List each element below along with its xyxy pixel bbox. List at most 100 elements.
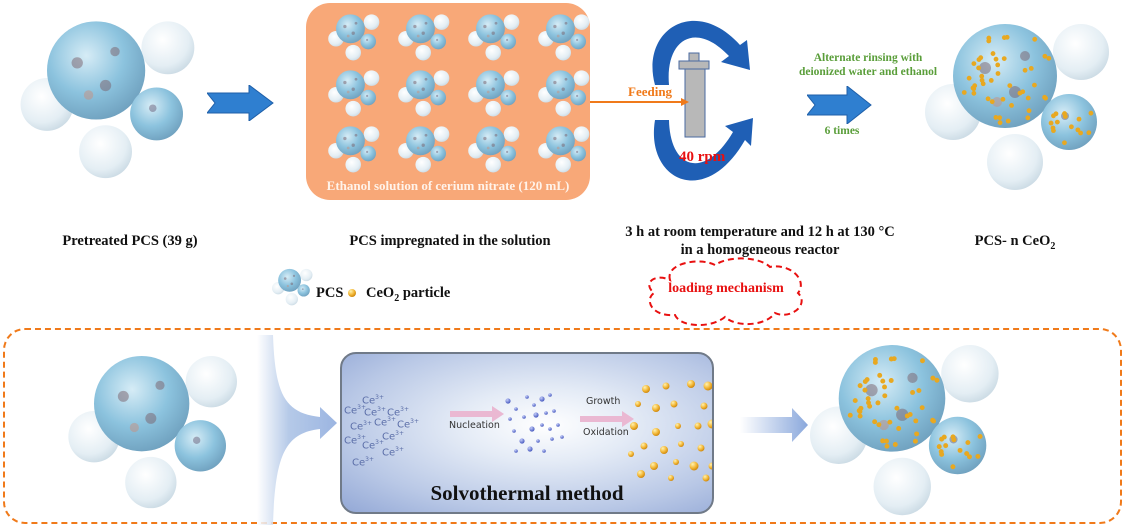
- ceo2-dot: [884, 438, 889, 444]
- ceo2-dot: [957, 447, 963, 453]
- ceo2-dot: [972, 83, 978, 89]
- solvothermal-panel: Ce3+Ce3+Ce3+Ce3+Ce3+Ce3+Ce3+Ce3+Ce3+Ce3+…: [340, 352, 714, 514]
- ceo2-particle: [707, 419, 712, 429]
- pcs-ceo2-image: [925, 12, 1125, 197]
- ceo2-dot: [931, 418, 937, 424]
- ceo2-dot: [865, 396, 871, 402]
- pcs-cluster-small: [328, 123, 384, 178]
- flow-arrow-out: [740, 408, 808, 442]
- ce-ion: Ce3+: [350, 420, 372, 433]
- legend-ceo2-icon: [348, 289, 356, 297]
- ceo2-dot: [936, 444, 942, 450]
- ceo2-dot: [939, 451, 945, 457]
- ceo2-particle: [703, 381, 712, 391]
- ceo2-dot: [1043, 95, 1048, 101]
- growth-label: Growth: [586, 396, 621, 407]
- ce-ion: Ce3+: [362, 439, 384, 452]
- nucleus: [514, 407, 518, 411]
- pretreated-pcs-image: [20, 10, 210, 185]
- ceo2-dot: [939, 436, 945, 442]
- growth-arrow: [580, 411, 634, 427]
- ceo2-particle: [670, 400, 678, 408]
- reactor-body: [684, 68, 706, 138]
- process-arrow-1: [207, 85, 274, 121]
- ceo2-particle: [708, 462, 712, 470]
- feeding-label: Feeding: [628, 84, 673, 99]
- ceo2-dot: [904, 413, 910, 419]
- pcs-cluster-small: [468, 67, 524, 122]
- ceo2-dot: [1088, 110, 1094, 116]
- ceo2-dot: [979, 73, 985, 79]
- ceo2-dot: [965, 440, 971, 446]
- ceo2-dot: [1017, 90, 1023, 96]
- mechanism-box: [3, 328, 1122, 524]
- ceo2-dot: [857, 383, 863, 389]
- nucleus: [552, 409, 556, 413]
- nucleus: [548, 393, 552, 397]
- nuclei-group: [505, 393, 564, 453]
- stage3-caption-line1: 3 h at room temperature and 12 h at 130 …: [625, 224, 895, 240]
- rinse-count: 6 times: [824, 125, 860, 137]
- ceo2-dot: [876, 422, 882, 428]
- impregnation-panel: Ethanol solution of cerium nitrate (120 …: [306, 3, 590, 200]
- rinse-instruction-line2: deionized water and ethanol: [798, 66, 938, 78]
- ceo2-dot: [882, 384, 887, 390]
- pcs-cluster-small: [398, 123, 454, 178]
- ceo2-dot: [858, 405, 864, 411]
- nucleus: [522, 415, 526, 419]
- nucleus: [519, 438, 525, 444]
- ceo2-particle: [628, 451, 634, 457]
- stage4-caption: PCS- n CeO2: [950, 233, 1080, 252]
- legend-ceo2-label: CeO2 particle: [366, 285, 450, 304]
- legend-ceo2-suffix: particle: [399, 285, 451, 301]
- ceo2-dot: [866, 400, 871, 406]
- nucleus: [508, 417, 512, 421]
- ceo2-dot: [1051, 128, 1056, 134]
- ceo2-dot: [1028, 65, 1034, 71]
- ceo2-dot: [1009, 102, 1014, 108]
- ceo2-particle: [652, 404, 660, 412]
- nucleus: [556, 423, 560, 427]
- nucleus: [529, 426, 535, 432]
- ceo2-dot: [888, 378, 894, 383]
- ceo2-dot: [971, 61, 977, 66]
- ceo2-particle: [652, 428, 660, 436]
- ceo2-dot: [896, 426, 902, 431]
- solvothermal-title: Solvothermal method: [430, 481, 624, 505]
- ce-ion: Ce3+: [382, 430, 404, 443]
- ceo2-dot: [1026, 108, 1032, 114]
- ceo2-dot: [872, 419, 878, 425]
- ceo2-particles-group: [628, 380, 712, 482]
- ceo2-particle: [662, 382, 670, 390]
- nucleus: [514, 449, 518, 453]
- ce-ion: Ce3+: [382, 446, 404, 459]
- loading-mechanism-label: loading mechanism: [668, 281, 784, 296]
- pcs-cluster-small: [328, 67, 384, 122]
- ceo2-particle: [694, 422, 702, 430]
- ceo2-dot: [967, 454, 972, 460]
- ceo2-particle: [642, 385, 650, 393]
- ceo2-dot: [1054, 119, 1060, 125]
- nucleus: [532, 403, 536, 407]
- ceo2-dot: [912, 438, 918, 444]
- nucleus: [536, 439, 540, 443]
- rotation-speed-label: 40 rpm: [679, 149, 726, 165]
- ceo2-dot: [887, 419, 893, 425]
- nucleus: [542, 449, 546, 453]
- legend-pcs-icon: [272, 266, 316, 311]
- ceo2-particle: [697, 444, 705, 452]
- process-arrow-2: [807, 86, 872, 124]
- pcs-cluster-small: [328, 11, 384, 66]
- nucleus: [548, 427, 552, 431]
- ceo2-dot: [1086, 130, 1092, 136]
- ceo2-dot: [1001, 35, 1007, 40]
- oxidation-label: Oxidation: [583, 427, 629, 438]
- nucleus: [512, 429, 516, 433]
- mechanism-pcs-image: [65, 345, 255, 515]
- ce-ion: Ce3+: [387, 406, 409, 419]
- stage4-caption-text: PCS- n CeO: [974, 233, 1051, 249]
- ceo2-dot: [894, 405, 900, 411]
- nucleation-label: Nucleation: [449, 420, 500, 431]
- ceo2-dot: [961, 90, 967, 95]
- ceo2-particle: [687, 380, 695, 388]
